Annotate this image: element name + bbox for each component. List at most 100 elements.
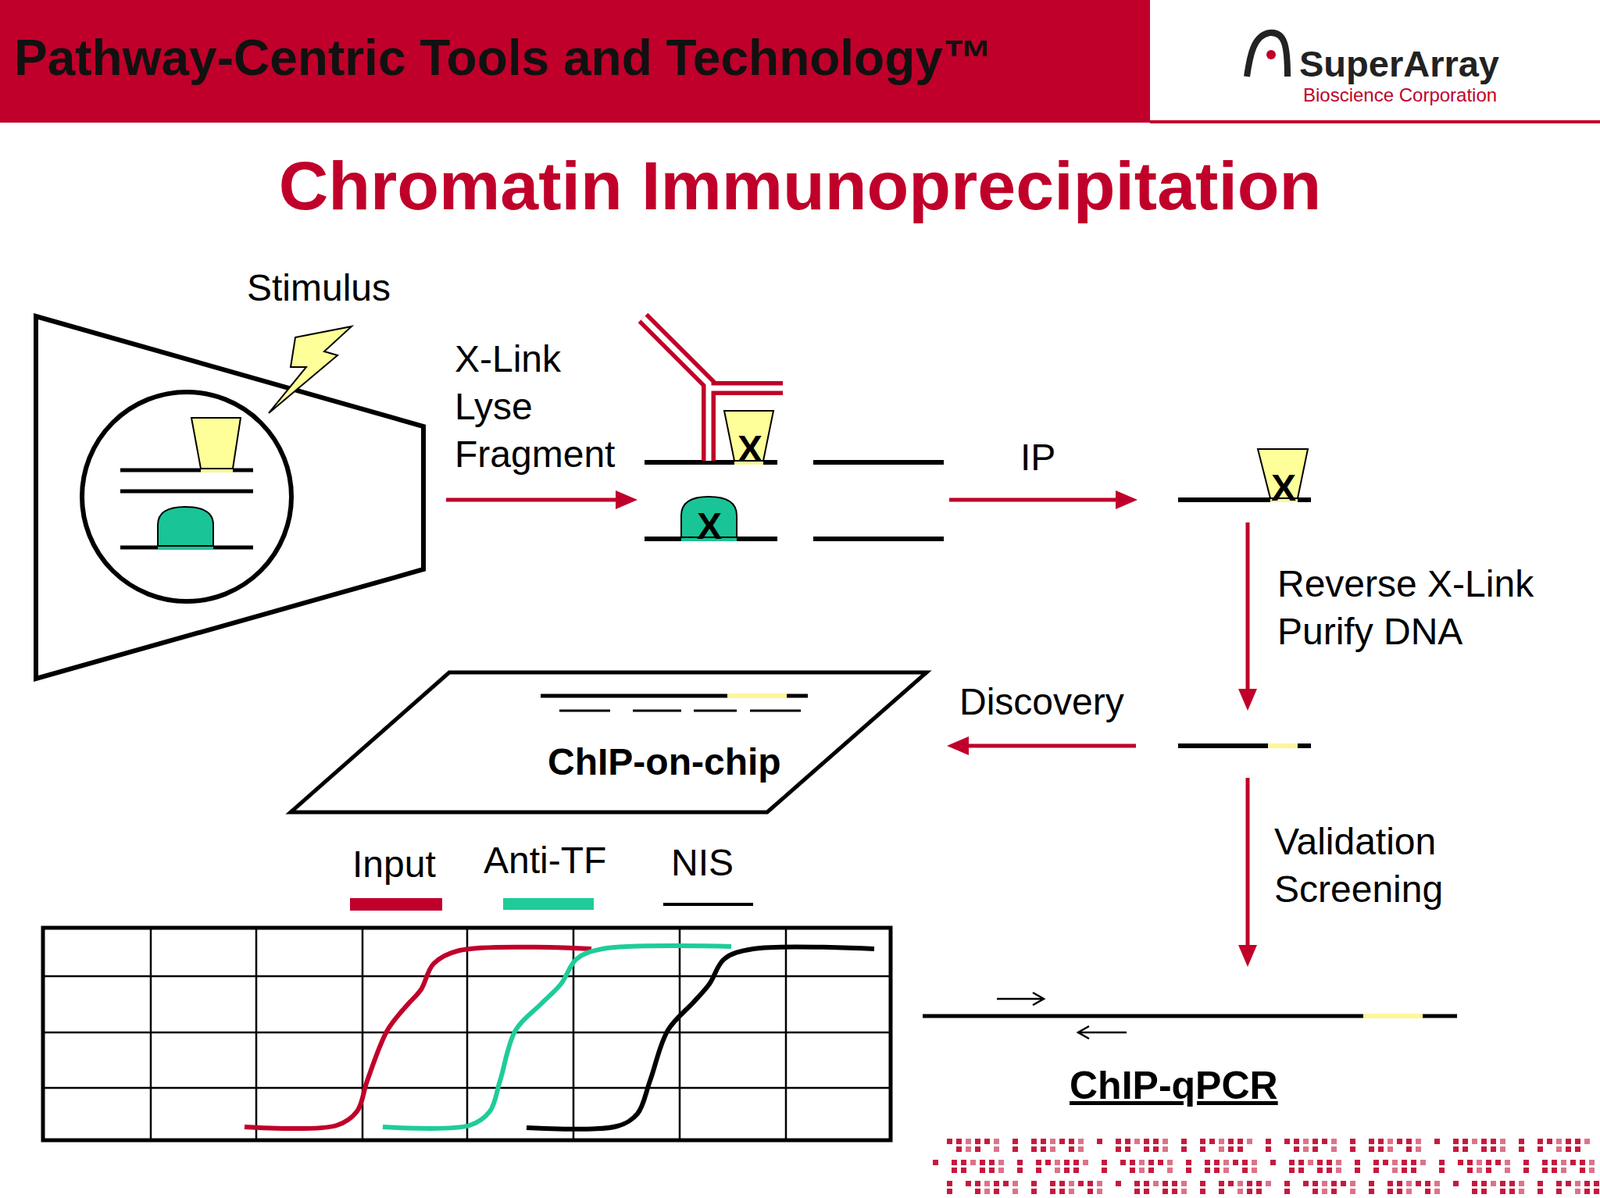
pattern-dot [1204,1167,1211,1174]
pattern-dot [1518,1189,1525,1195]
pattern-dot [1162,1181,1168,1187]
pattern-dot [1476,1167,1483,1174]
pattern-dot [1284,1189,1290,1195]
pattern-dot [1035,1167,1042,1174]
pattern-dot [965,1181,972,1187]
pattern-dot [1481,1146,1487,1153]
pattern-dot [1214,1160,1220,1166]
pattern-dot [1439,1167,1445,1174]
arrow-head [1115,490,1138,510]
pattern-dot [1331,1146,1337,1153]
pattern-dot [989,1167,995,1174]
pattern-dot [1415,1146,1422,1153]
pattern-dot [1087,1189,1093,1195]
pattern-dot [1434,1189,1440,1195]
grid-line [466,928,469,1141]
pattern-dot [1120,1160,1126,1166]
pattern-dot [1518,1139,1525,1145]
pattern-dot [1378,1139,1384,1145]
legend-swatch [663,903,754,907]
legend-label: Input [352,840,436,889]
pattern-dot [1218,1189,1225,1195]
pattern-dot [1523,1160,1529,1166]
pattern-dot [1415,1181,1422,1187]
pattern-dot [1556,1181,1562,1187]
pattern-dot [1406,1139,1412,1145]
pattern-dot [1017,1167,1023,1174]
pattern-dot [1228,1146,1234,1153]
pattern-dot [1031,1139,1037,1145]
pattern-dot [1476,1160,1483,1166]
pattern-dot [1204,1160,1211,1166]
amplification-curves [244,946,875,1130]
pattern-dot [993,1189,1000,1195]
pattern-dot [984,1189,990,1195]
pattern-dot [1214,1167,1220,1174]
pattern-dot [1317,1160,1323,1166]
array-probe [750,710,801,713]
pattern-dot [993,1146,1000,1153]
pattern-dot [975,1181,981,1187]
legend-label: Anti-TF [483,836,607,885]
pattern-dot [1565,1139,1572,1145]
pattern-dot [1012,1181,1018,1187]
pattern-dot [956,1139,962,1145]
pattern-dot [1575,1146,1581,1153]
pattern-dot [1556,1139,1562,1145]
pattern-dot [960,1167,967,1174]
pattern-dot [1579,1160,1586,1166]
pattern-dot [1575,1189,1581,1195]
pattern-dot [1373,1167,1379,1174]
pattern-dot [1265,1181,1272,1187]
pattern-dot [1040,1146,1047,1153]
pattern-dot [989,1160,995,1166]
dna-fragment [813,460,944,465]
pattern-dot [1134,1189,1140,1195]
pattern-dot [1368,1181,1375,1187]
pattern-dot [1237,1139,1243,1145]
pattern-dot [1298,1160,1304,1166]
pattern-dot [1490,1139,1497,1145]
pattern-dot [1406,1181,1412,1187]
pattern-dot [1237,1181,1243,1187]
pattern-dot [1129,1167,1136,1174]
pattern-dot [1579,1167,1586,1174]
logo-mark [1246,32,1288,77]
pattern-dot [1078,1181,1084,1187]
pattern-dot [1228,1181,1234,1187]
pattern-dot [1031,1181,1037,1187]
nucleus [82,392,292,602]
pattern-dot [1134,1139,1140,1145]
pattern-dot [1064,1160,1070,1166]
dna-protein [157,507,214,547]
pattern-dot [946,1189,953,1195]
pattern-dot [1317,1167,1323,1174]
pattern-dot [1218,1146,1225,1153]
pattern-dot [1321,1181,1328,1187]
pattern-dot [1054,1160,1061,1166]
pattern-dot [1410,1167,1417,1174]
chart-frame [42,928,891,1141]
pattern-dot [1425,1181,1431,1187]
pattern-dot [1181,1189,1187,1195]
array-probe [693,710,737,713]
pattern-dot [1242,1160,1248,1166]
pattern-dot [1378,1146,1384,1153]
pattern-dot [1537,1139,1543,1145]
pattern-dot [1500,1146,1506,1153]
pattern-dot [979,1167,986,1174]
pattern-dot [1050,1189,1056,1195]
pattern-dot [1256,1181,1262,1187]
step-label: Reverse X-Link Purify DNA [1277,560,1559,656]
method-label: ChIP-qPCR [1069,1062,1279,1111]
pattern-dot [1012,1139,1018,1145]
pattern-dot [1303,1139,1309,1145]
step-label: Validation Screening [1274,817,1478,914]
pattern-dot [1059,1139,1065,1145]
forward-primer [996,998,1044,1001]
pattern-dot [1321,1139,1328,1145]
pattern-dot [1054,1167,1061,1174]
pattern-dot [1096,1181,1103,1187]
pattern-dot [1589,1167,1595,1174]
pattern-dot [1439,1160,1445,1166]
